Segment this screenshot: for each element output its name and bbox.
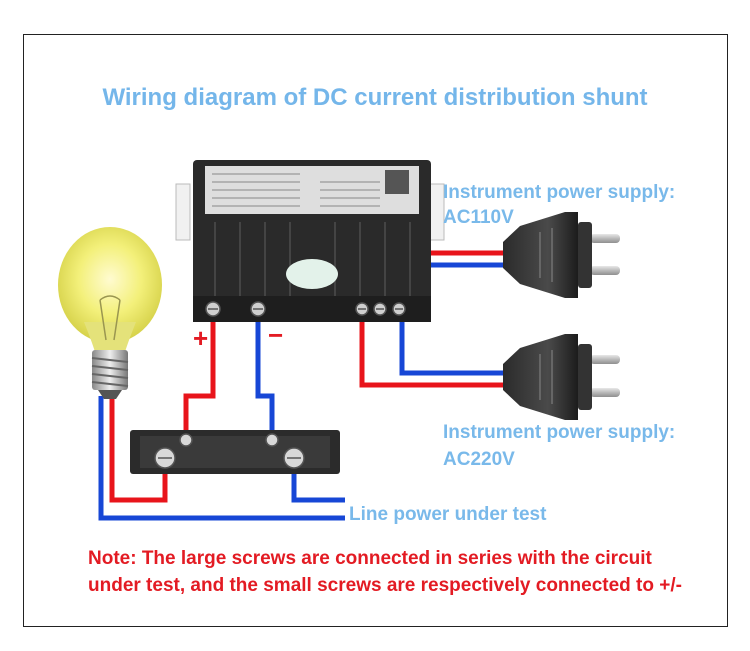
power-plug-icon [503,212,620,298]
ac110-label-line2: AC110V [443,207,514,228]
ac220-label-line1: Instrument power supply: [443,422,676,443]
ac220-label-line2: AC220V [443,449,515,470]
ac110-label-line1: Instrument power supply: [443,182,676,203]
plus-sign: + [193,323,209,353]
wire-blue-shunt-meter [255,318,275,440]
wire-red-ac220 [359,318,503,388]
digital-meter-icon [175,160,445,322]
diagram-title: Wiring diagram of DC current distributio… [102,84,648,111]
power-plug-icon [503,334,620,420]
wire-blue-bulb-line [98,396,345,521]
minus-sign: − [268,320,284,350]
light-bulb-icon [58,227,162,399]
wire-red-bulb-shunt [109,396,168,503]
wire-blue-shunt-line [291,462,345,503]
wire-red-shunt-meter [183,318,216,440]
shunt-icon [130,430,340,474]
line-power-label: Line power under test [349,504,547,525]
wiring-note: Note: The large screws are connected in … [88,548,682,596]
diagram-frame [23,34,728,627]
wire-blue-ac220 [399,318,503,376]
